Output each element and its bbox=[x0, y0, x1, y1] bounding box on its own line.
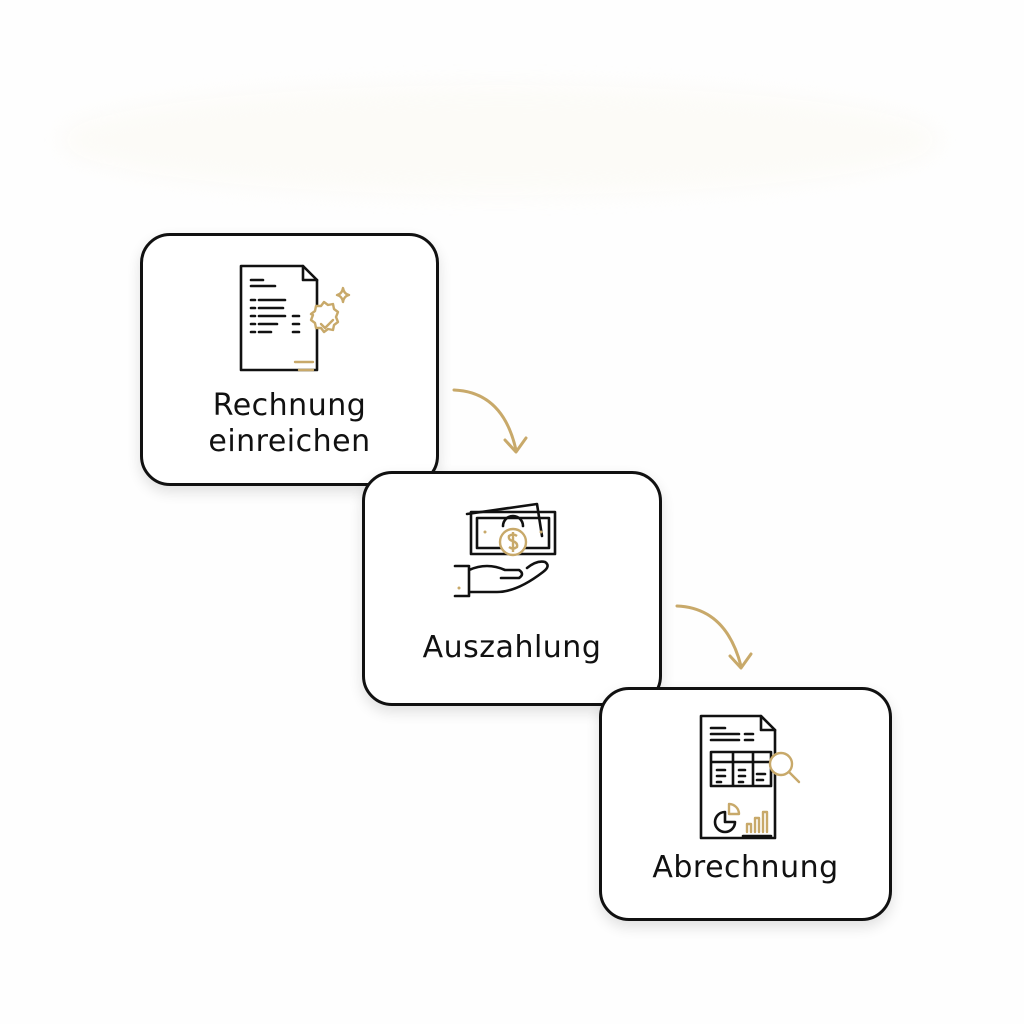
step-card-auszahlung: Auszahlung bbox=[362, 471, 662, 706]
payout-hand-money-icon bbox=[453, 502, 557, 598]
step-card-abrechnung: Abrechnung bbox=[599, 687, 892, 921]
background-haze bbox=[60, 85, 940, 195]
invoice-approved-icon bbox=[239, 264, 350, 372]
flow-arrow-1 bbox=[452, 388, 528, 454]
report-analysis-icon bbox=[699, 714, 800, 840]
step-card-rechnung-einreichen: Rechnung einreichen bbox=[140, 233, 439, 486]
step-label: Abrechnung bbox=[652, 850, 839, 885]
step-label: Rechnung einreichen bbox=[208, 388, 371, 459]
step-label: Auszahlung bbox=[422, 630, 602, 665]
flow-arrow-2 bbox=[675, 604, 753, 670]
